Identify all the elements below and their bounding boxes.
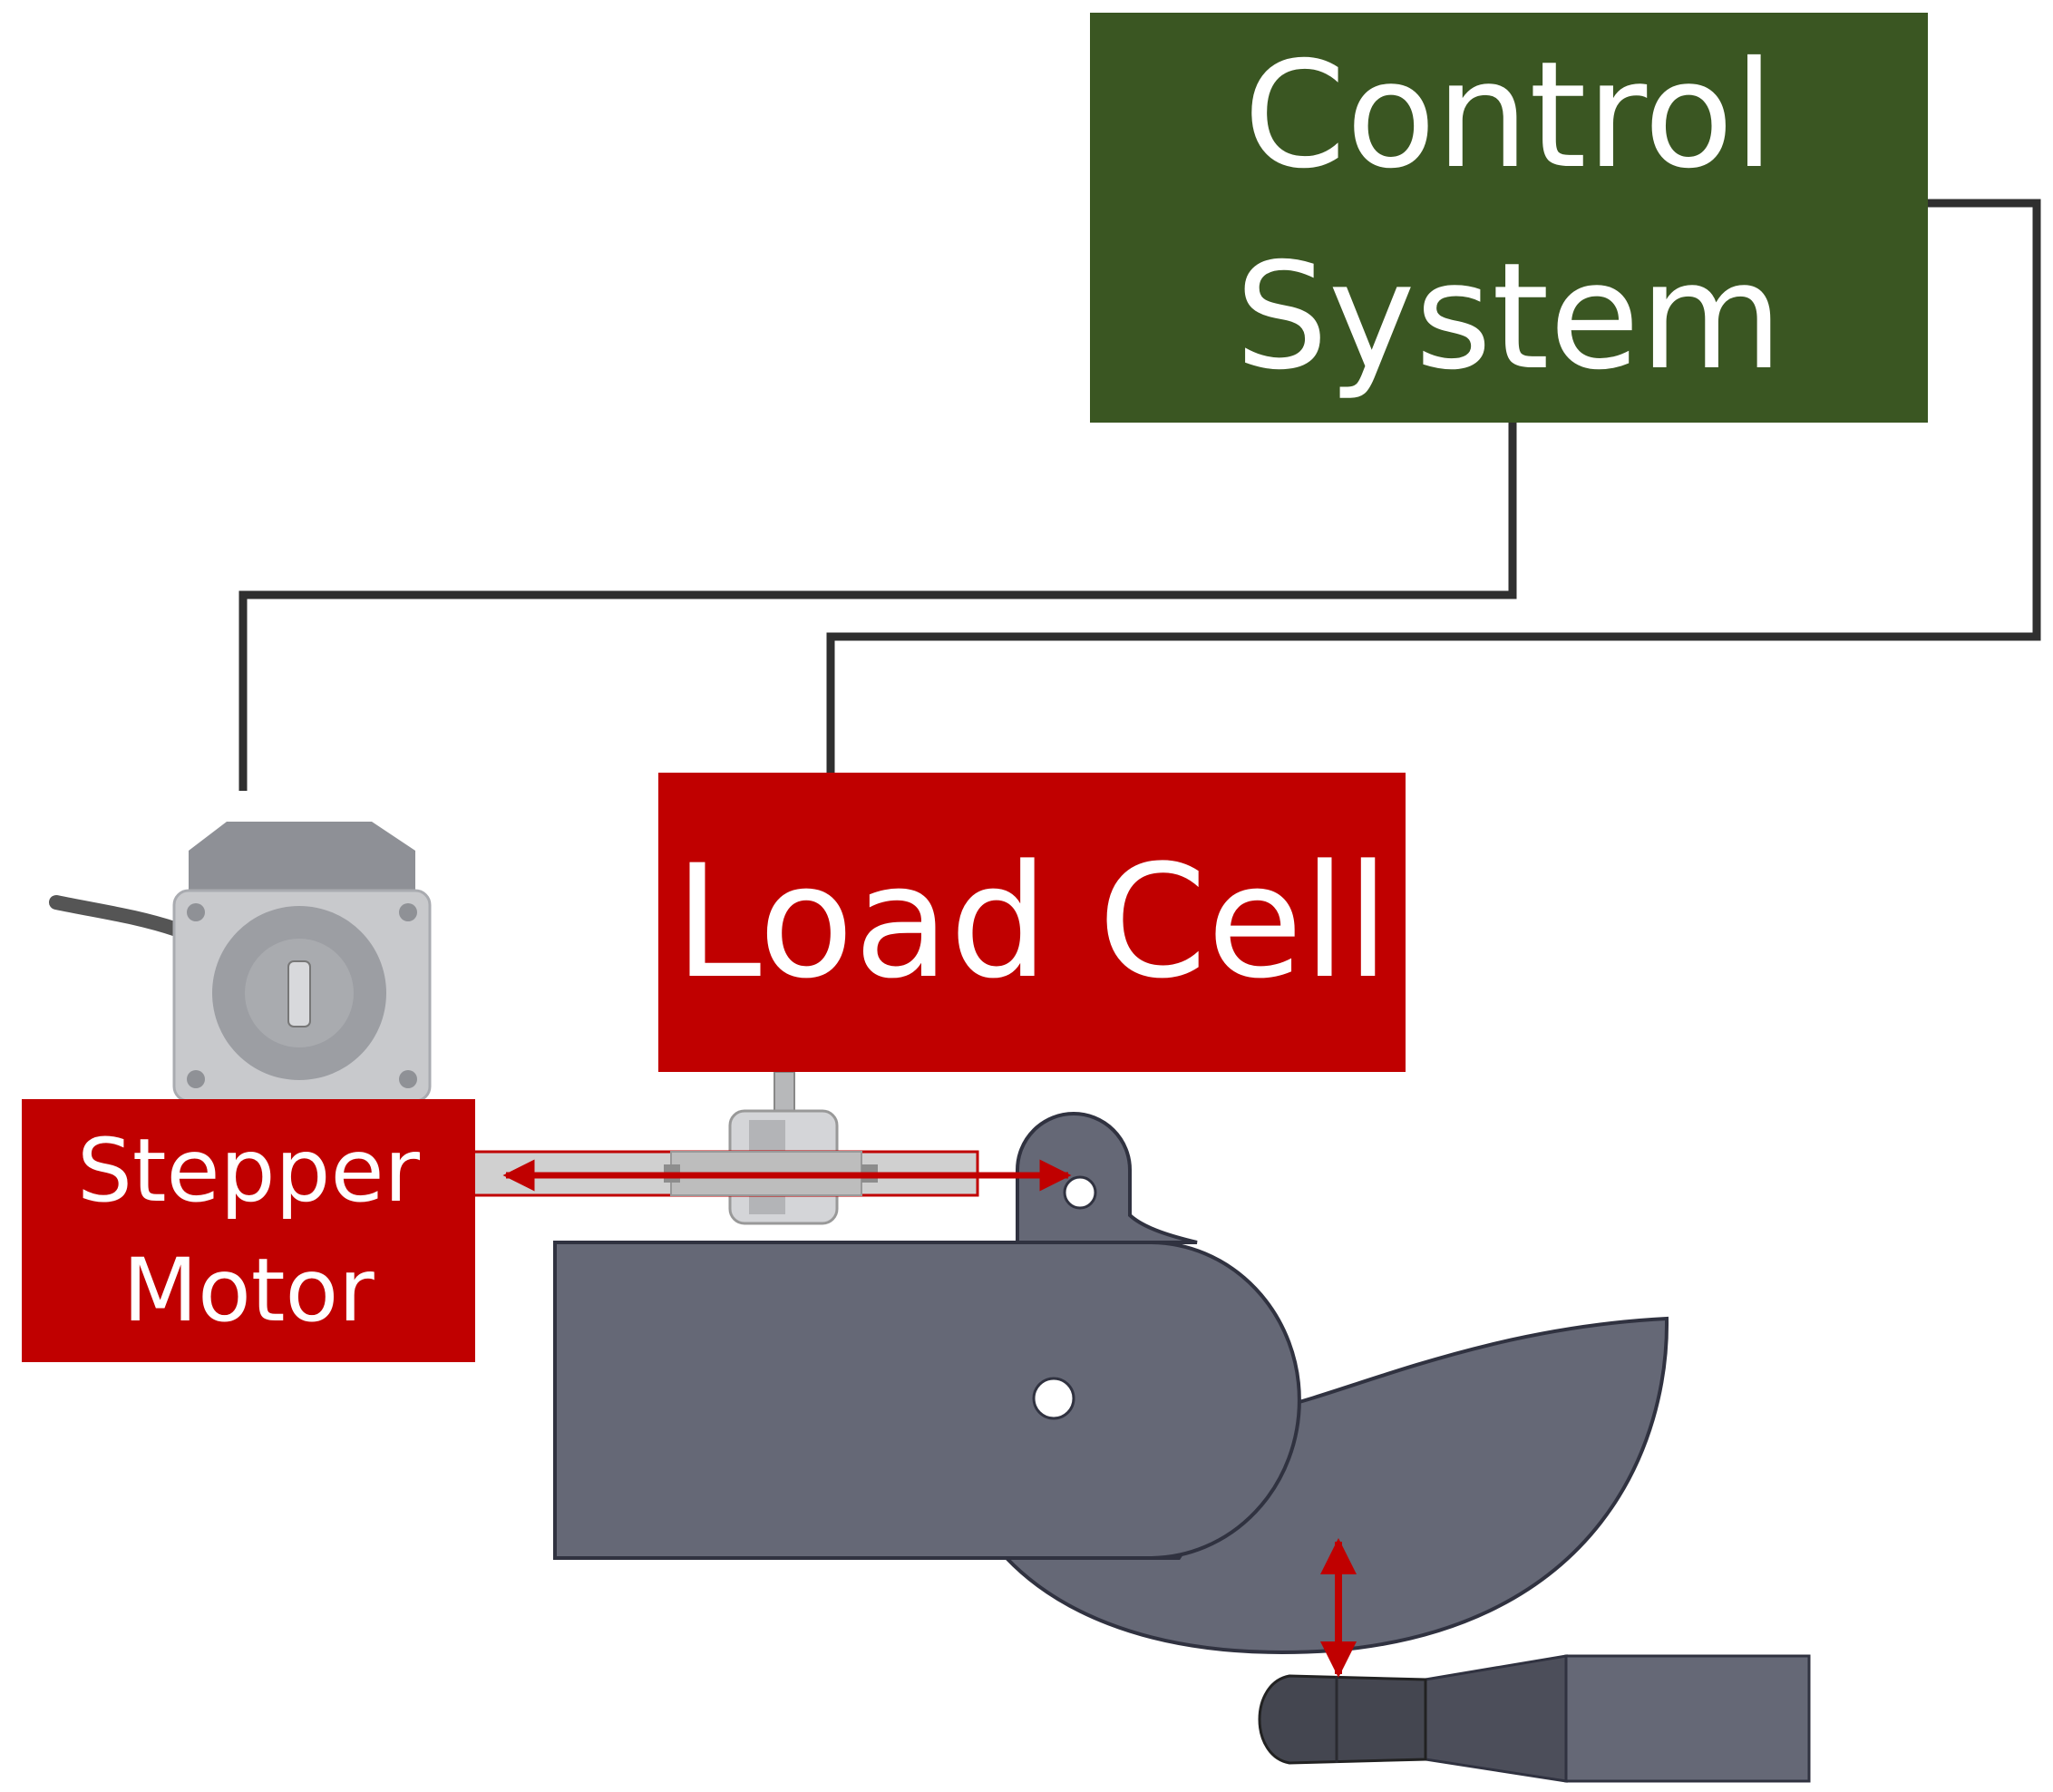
probe-icon [1258, 1654, 1811, 1783]
control-system-line1: Control [1243, 31, 1775, 202]
stepper-motor-icon [49, 822, 432, 1103]
wire-control-to-stepper [238, 423, 1517, 791]
control-system-label: Control System [1090, 13, 1928, 423]
control-system-line2: System [1234, 232, 1784, 403]
load-cell-box [658, 773, 1406, 1072]
load-cell-label: Load Cell [658, 773, 1406, 1072]
stepper-motor-box [22, 1099, 475, 1362]
wire-control-to-loadcell [826, 199, 2041, 773]
finger-mechanism-icon [553, 1112, 1669, 1654]
stepper-motor-line1: Stepper [76, 1119, 421, 1222]
stepper-motor-label: Stepper Motor [22, 1099, 475, 1362]
load-cell-text: Load Cell [674, 830, 1390, 1013]
control-system-box [1090, 13, 1928, 423]
stepper-motor-line2: Motor [122, 1240, 375, 1341]
load-cell-sensor-icon [728, 1071, 839, 1225]
